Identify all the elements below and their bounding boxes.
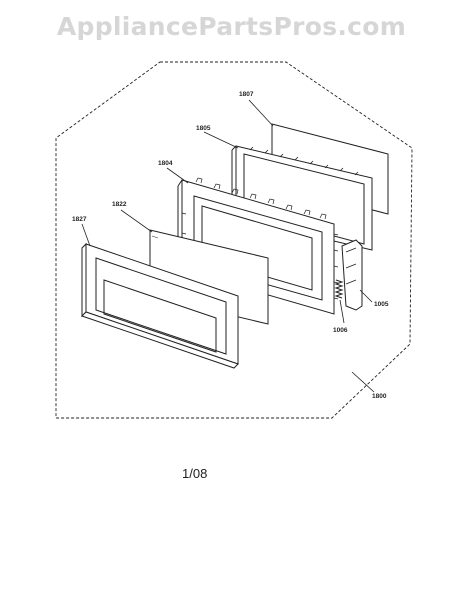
part-1827-outer-door — [81, 242, 239, 369]
part-1006-spring — [334, 279, 344, 299]
callout-1805: 1805 — [196, 125, 211, 132]
callout-1804: 1804 — [158, 160, 173, 167]
callout-1006: 1006 — [333, 327, 348, 334]
assembly-boundary — [55, 61, 413, 419]
callout-1822: 1822 — [112, 201, 127, 208]
leader-lines — [81, 99, 375, 393]
callout-1800: 1800 — [372, 393, 387, 400]
callout-1827: 1827 — [72, 216, 87, 223]
callout-1005: 1005 — [374, 301, 389, 308]
watermark-text: AppliancePartsPros.com — [56, 12, 407, 41]
part-1005-latch-bracket — [341, 239, 363, 311]
callout-1807: 1807 — [239, 91, 254, 98]
page-number: 1/08 — [182, 466, 208, 481]
